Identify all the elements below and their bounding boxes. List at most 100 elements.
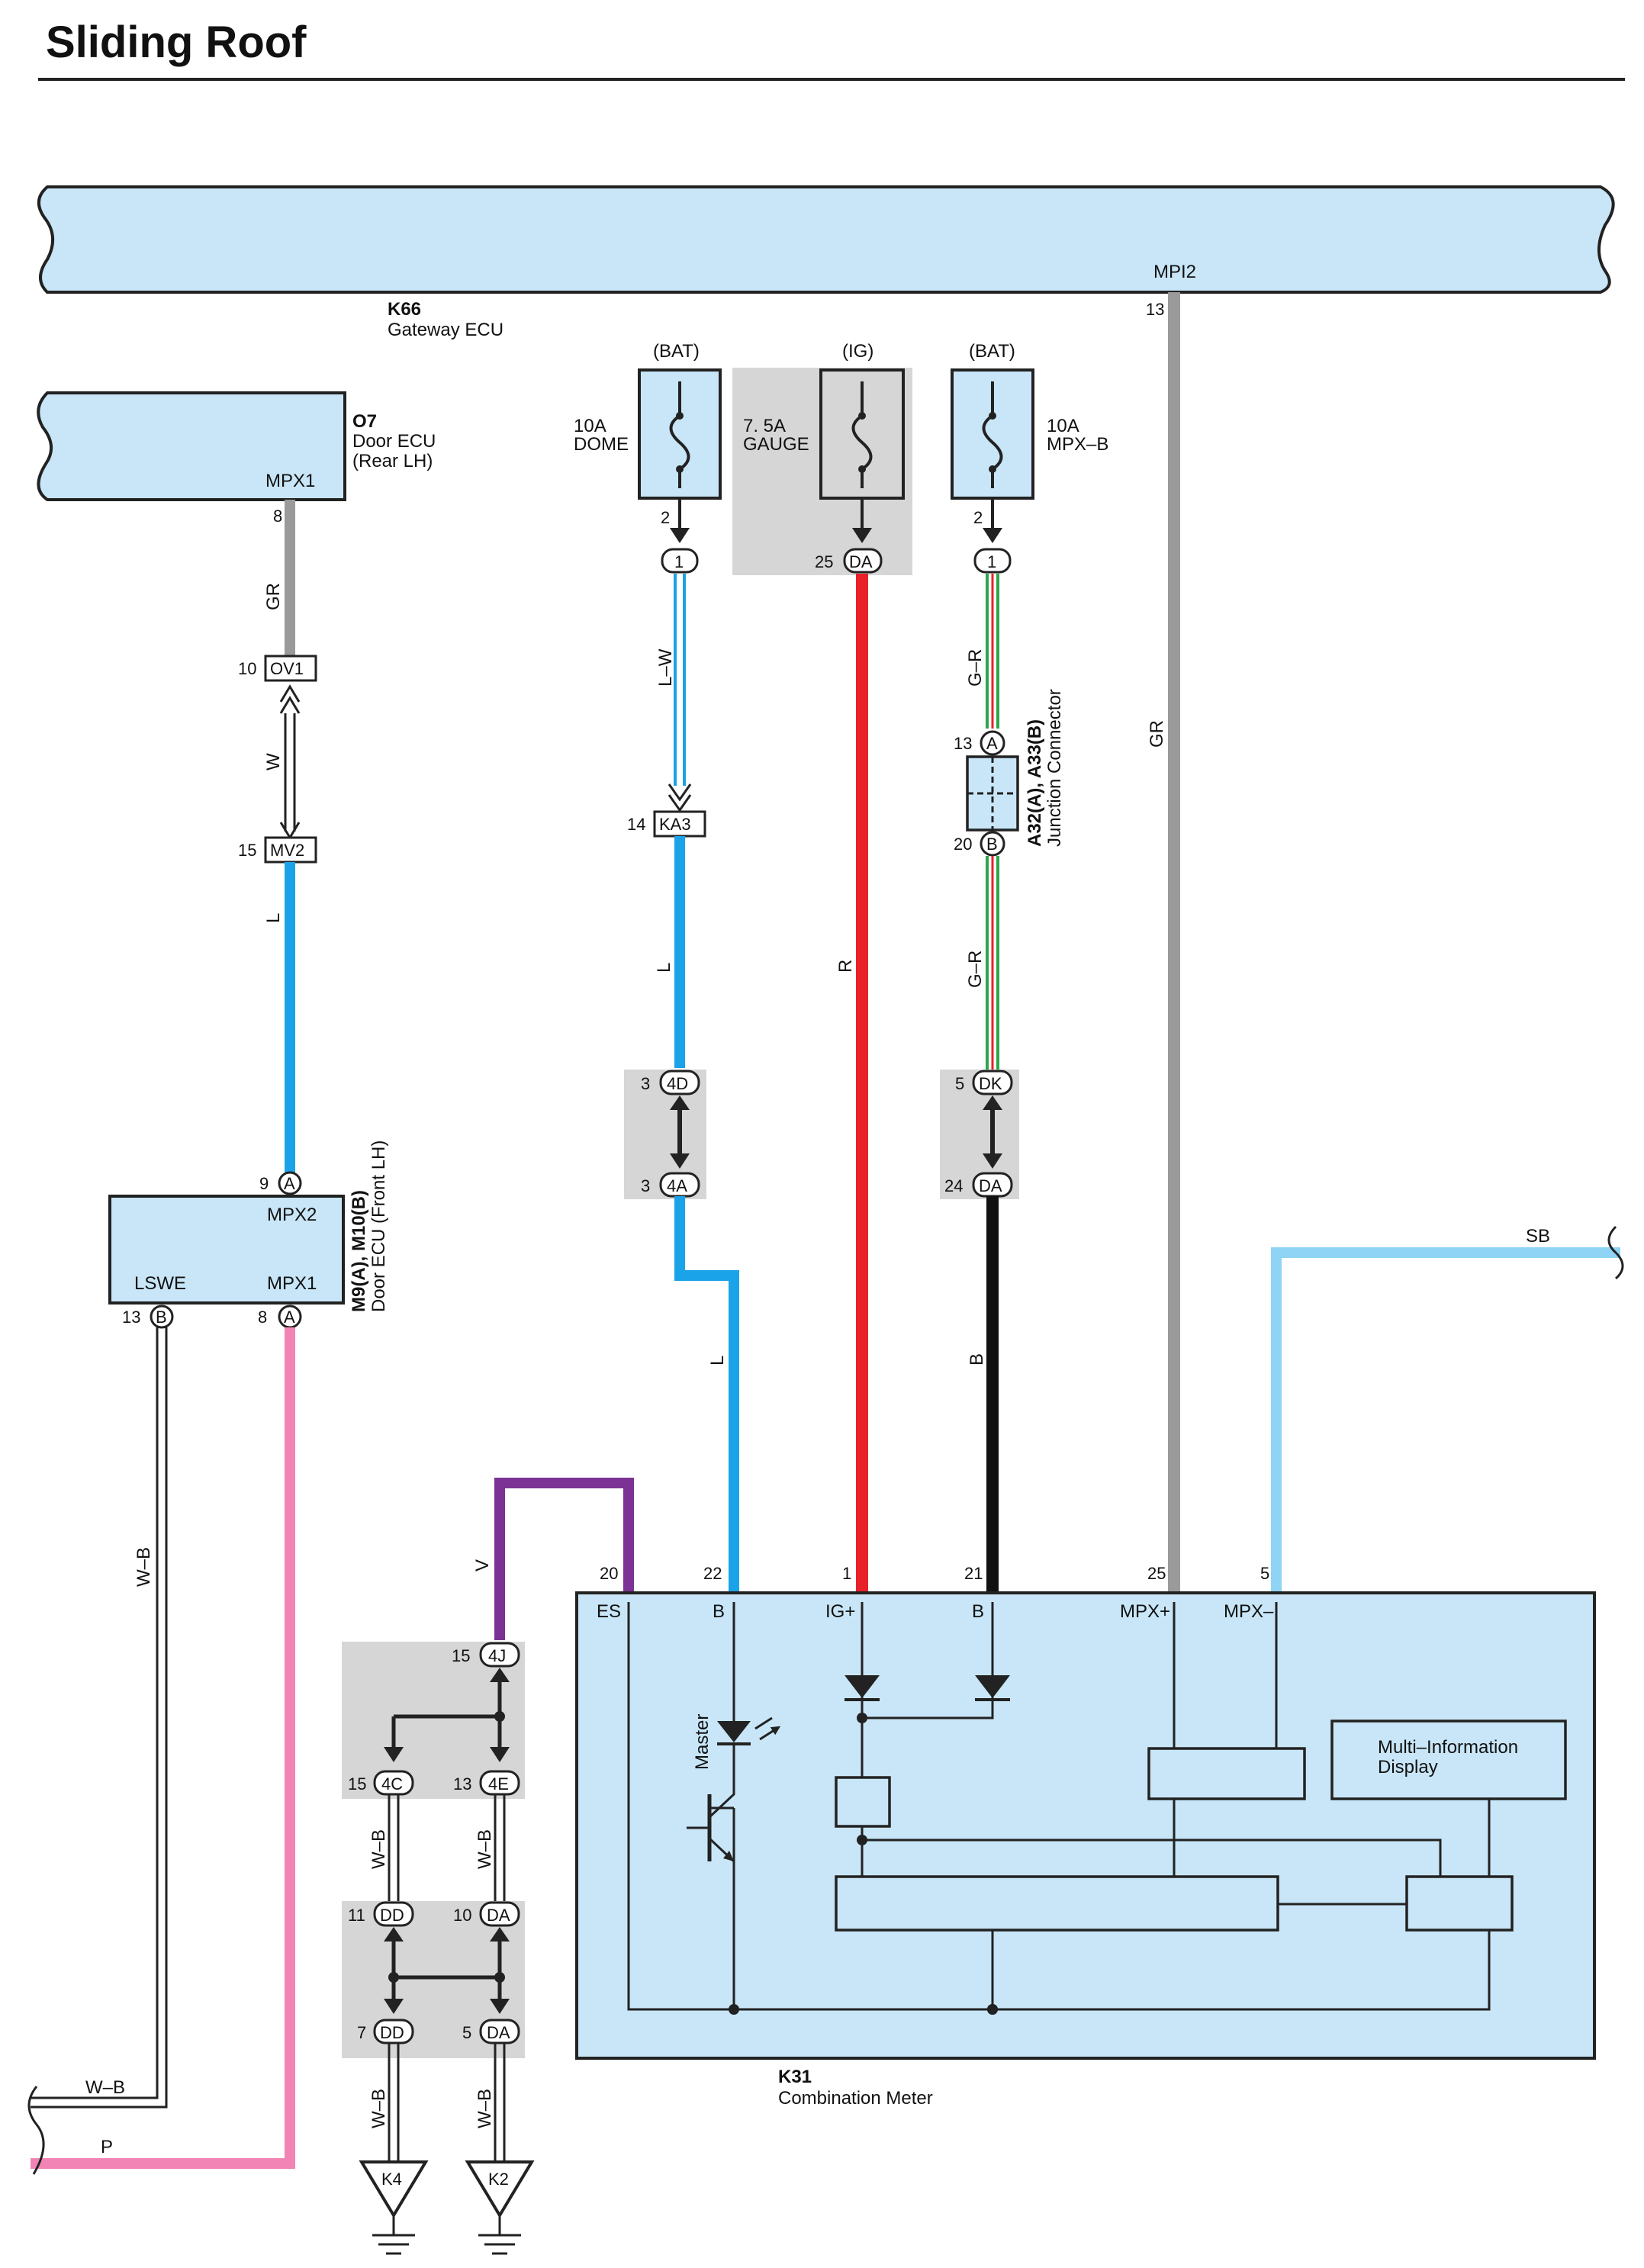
meter-pin-mpxp-label: MPX+ xyxy=(1120,1601,1170,1622)
door-ecu-rear-pin: 8 xyxy=(273,507,282,526)
gateway-ecu-code: K66 xyxy=(388,299,421,320)
connector-dd-da-arrows-down xyxy=(384,1999,510,2014)
fuse-gauge-source: (IG) xyxy=(842,341,873,362)
wire-wb-pair-upper xyxy=(388,1794,506,1913)
fuse-mpxb-pin: 2 xyxy=(973,508,983,527)
connector-4d-pin: 3 xyxy=(641,1074,650,1093)
wire-wb2-label: W–B xyxy=(475,1829,495,1869)
gateway-ecu-pin: 13 xyxy=(1146,300,1164,319)
fuse-mpxb-name: MPX–B xyxy=(1047,434,1108,455)
connector-mv2 xyxy=(264,836,317,864)
connector-4j-arrow xyxy=(490,1668,510,1682)
meter-pin-b21-label: B xyxy=(972,1601,984,1622)
door-ecu-front-mpx2: MPX2 xyxy=(267,1205,317,1225)
wire-wb-left xyxy=(31,1327,168,2109)
meter-name: Combination Meter xyxy=(778,2088,933,2109)
wire-sb-label: SB xyxy=(1526,1226,1550,1247)
door-ecu-rear-name2: (Rear LH) xyxy=(352,451,433,471)
meter-pin-ig-label: IG+ xyxy=(825,1601,855,1622)
fuse-gauge-name: GAUGE xyxy=(743,434,809,455)
fuse-gauge-amp: 7. 5A xyxy=(743,416,786,436)
meter-mid-label1: Multi–Information xyxy=(1378,1737,1518,1758)
door-ecu-front-code: M9(A), M10(B) xyxy=(349,1190,369,1312)
ground-k4: K4 xyxy=(359,2160,429,2255)
wire-l-ka3-label: L xyxy=(654,963,674,973)
meter-pin-mpxn-num: 5 xyxy=(1260,1564,1269,1583)
connector-mv2-arrow xyxy=(279,822,301,840)
connector-4d xyxy=(659,1070,700,1095)
connector-ov1-pin: 10 xyxy=(238,659,256,678)
fuse-dome: (BAT) 10A DOME 2 1 xyxy=(574,341,722,574)
door-ecu-rear-code: O7 xyxy=(352,411,377,432)
connector-dd11 xyxy=(373,1901,414,1927)
connector-da5-code: DA xyxy=(487,2023,510,2042)
wire-l-22-label: L xyxy=(707,1356,728,1366)
junction-pin-top-conn: A xyxy=(986,734,998,753)
meter-pin-ig-num: 1 xyxy=(842,1564,851,1583)
gateway-ecu: K66 Gateway ECU MPI2 13 xyxy=(37,185,1615,340)
fuse-dome-name: DOME xyxy=(574,434,629,455)
ground-k2: K2 xyxy=(465,2160,535,2255)
meter-mid-label2: Display xyxy=(1378,1757,1438,1777)
title-rule xyxy=(38,78,1625,81)
break-mark-left xyxy=(27,2086,45,2175)
wire-wb1-label: W–B xyxy=(368,1829,389,1869)
fuse-mpx-b: (BAT) 10A MPX–B 2 1 xyxy=(951,341,1108,574)
junction-code: A32(A), A33(B) xyxy=(1025,719,1045,847)
gateway-ecu-pin-label: MPI2 xyxy=(1153,262,1196,282)
wire-v xyxy=(494,1478,634,1640)
door-ecu-rear-pin-label: MPX1 xyxy=(265,471,315,491)
connector-4j-code: 4J xyxy=(488,1646,506,1665)
meter-pin-es-label: ES xyxy=(597,1601,621,1622)
ground-k4-label: K4 xyxy=(381,2170,402,2189)
combination-meter: 20 ES 22 B 1 IG+ 21 B 25 MPX+ 5 MPX– Ma xyxy=(575,1564,1596,2109)
door-ecu-rear-lh: O7 Door ECU (Rear LH) MPX1 8 xyxy=(37,391,436,526)
wire-sb xyxy=(1271,1247,1620,1593)
connector-da5 xyxy=(479,2019,520,2044)
fuse-gauge-conn: DA xyxy=(849,552,873,571)
connector-ka3 xyxy=(653,810,706,838)
ground-node-lower-b xyxy=(494,1972,505,1983)
connector-4e-pin: 13 xyxy=(453,1774,471,1793)
door-ecu-front-pin-mpx1: 8 xyxy=(258,1308,267,1327)
door-ecu-front-pin-lswe: 13 xyxy=(122,1308,140,1327)
junction-pin-top: 13 xyxy=(954,734,972,753)
connector-dk-pin: 5 xyxy=(955,1074,964,1093)
connector-4a-pin: 3 xyxy=(641,1176,650,1195)
meter-pin-b22-label: B xyxy=(713,1601,725,1622)
door-ecu-front-pin-mpx2: 9 xyxy=(259,1174,269,1193)
connector-mv2-code: MV2 xyxy=(270,841,304,860)
connector-dd11-code: DD xyxy=(380,1906,404,1925)
connector-4c-4e-arrows xyxy=(384,1747,510,1762)
connector-4c-pin: 15 xyxy=(348,1774,366,1793)
door-ecu-front-pin-lswe-conn: B xyxy=(156,1308,167,1327)
fuse-mpxb-conn: 1 xyxy=(987,552,996,571)
connector-da10-code: DA xyxy=(487,1906,510,1925)
connector-dk xyxy=(972,1070,1013,1095)
wire-wb-left-label: W–B xyxy=(134,1547,154,1587)
junction-pin-bottom: 20 xyxy=(954,835,972,854)
connector-ka3-pin: 14 xyxy=(627,815,645,834)
meter-code: K31 xyxy=(778,2067,812,2087)
wire-w-label: W xyxy=(263,753,284,770)
connector-4a-code: 4A xyxy=(667,1176,687,1195)
connector-da24-code: DA xyxy=(979,1176,1002,1195)
fuse-mpxb-source: (BAT) xyxy=(969,341,1015,362)
junction-pin-bottom-conn: B xyxy=(986,835,998,854)
fuse-dome-conn: 1 xyxy=(674,552,684,571)
meter-pin-b22-num: 22 xyxy=(703,1564,722,1583)
wire-gr2-label: G–R xyxy=(965,951,986,988)
wire-l-22 xyxy=(674,1196,739,1593)
connector-4c xyxy=(373,1770,414,1796)
door-ecu-front-pin-mpx1-conn: A xyxy=(284,1308,295,1327)
wire-lw-label: L–W xyxy=(655,648,676,687)
wire-r-label: R xyxy=(835,960,856,973)
door-ecu-front-lswe: LSWE xyxy=(134,1273,186,1294)
connector-4c-code: 4C xyxy=(381,1774,403,1793)
fuse-dome-source: (BAT) xyxy=(653,341,700,362)
wire-p xyxy=(31,1327,295,2169)
connector-4j-pin: 15 xyxy=(452,1646,470,1665)
ground-node-lower-a xyxy=(388,1972,399,1983)
wire-l-mv2-label: L xyxy=(263,913,284,923)
wire-v-label: V xyxy=(472,1559,493,1572)
